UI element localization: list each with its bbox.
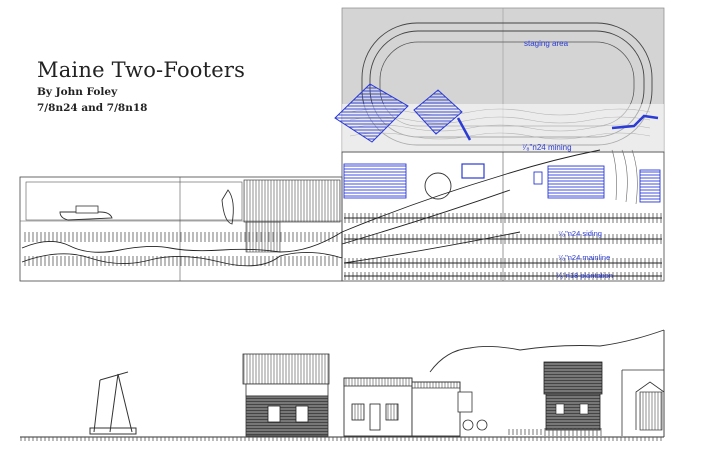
depot-building <box>343 377 473 437</box>
staging-area <box>341 7 665 153</box>
staging-area-label: staging area <box>524 39 569 48</box>
track-lines <box>21 149 662 277</box>
author-line: By John Foley <box>37 86 118 98</box>
scales-line: 7/8n24 and 7/8n18 <box>37 102 148 114</box>
shed <box>621 369 665 436</box>
plantation-label: ⁷⁄₈"n18 plantation <box>556 271 613 280</box>
mainline-label: ⁷⁄₈"n24 mainline <box>558 253 610 262</box>
page-title: Maine Two-Footers <box>37 58 246 82</box>
mining-structures <box>334 83 659 179</box>
main-benchwork <box>19 151 665 282</box>
mining-label: ⁷⁄₈"n24 mining <box>522 143 572 152</box>
elevation-view <box>20 329 665 441</box>
title-block: Maine Two-Footers By John Foley 7/8n24 a… <box>37 58 245 115</box>
store-building <box>242 353 330 437</box>
brick-house <box>542 361 604 436</box>
siding-label: ⁷⁄₈"n24 siding <box>558 229 602 238</box>
yard-buildings <box>343 149 661 205</box>
crane <box>89 371 137 435</box>
